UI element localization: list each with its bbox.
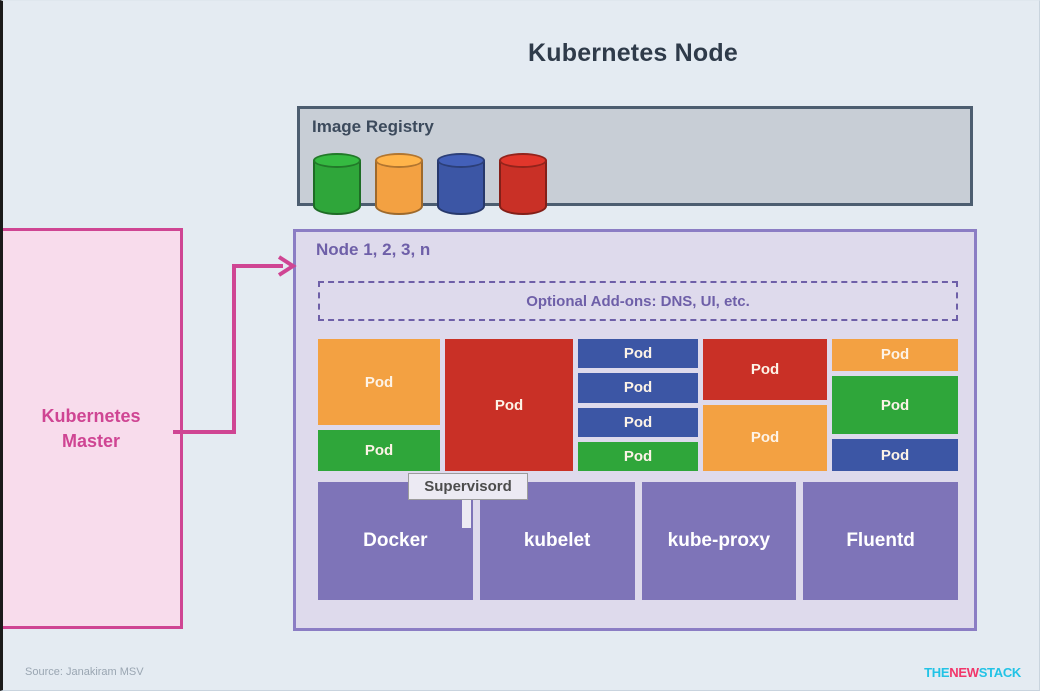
logo-stack: STACK [978,665,1022,680]
pod: Pod [832,339,958,371]
pod: Pod [318,339,441,426]
image-registry-cylinders [313,153,573,221]
pod: Pod [577,441,699,471]
thenewstack-logo: THENEWSTACK [924,665,1021,680]
pod: Pod [832,375,958,435]
supervisord-label: Supervisord [408,473,528,500]
pod: Pod [577,339,699,369]
source-credit: Source: Janakiram MSV [25,666,144,678]
service-kube-proxy: kube-proxy [641,482,797,600]
image-cylinder-red [499,153,547,215]
cylinder-body [313,160,361,215]
cylinder-body [437,160,485,215]
pod: Pod [445,339,573,471]
cylinder-top [313,153,361,168]
service-kubelet: kubelet [479,482,635,600]
image-cylinder-orange [375,153,423,215]
service-docker: Docker [318,482,473,600]
node-panel: Node 1, 2, 3, n Optional Add-ons: DNS, U… [293,229,977,631]
node-panel-label: Node 1, 2, 3, n [316,240,431,259]
logo-new: NEW [949,665,979,680]
pod: Pod [577,407,699,437]
kubernetes-master-label: Kubernetes Master [41,406,141,451]
pod-column-2: Pod [445,339,573,471]
cylinder-body [375,160,423,215]
image-registry-label: Image Registry [312,117,434,136]
pod: Pod [703,404,828,471]
page-title: Kubernetes Node [528,39,738,67]
cylinder-top [375,153,423,168]
image-cylinder-green [313,153,361,215]
optional-addons-box: Optional Add-ons: DNS, UI, etc. [318,281,958,321]
image-cylinder-blue [437,153,485,215]
pod: Pod [577,373,699,403]
cylinder-body [499,160,547,215]
pod: Pod [318,430,441,471]
supervisord-connector [462,500,471,528]
pod: Pod [832,439,958,471]
optional-addons-label: Optional Add-ons: DNS, UI, etc. [526,292,750,310]
pod: Pod [703,339,828,400]
logo-the: THE [924,665,950,680]
master-to-node-arrow [173,255,297,434]
cylinder-top [437,153,485,168]
kubernetes-master-panel: Kubernetes Master [3,228,183,629]
cylinder-top [499,153,547,168]
service-fluentd: Fluentd [803,482,958,600]
